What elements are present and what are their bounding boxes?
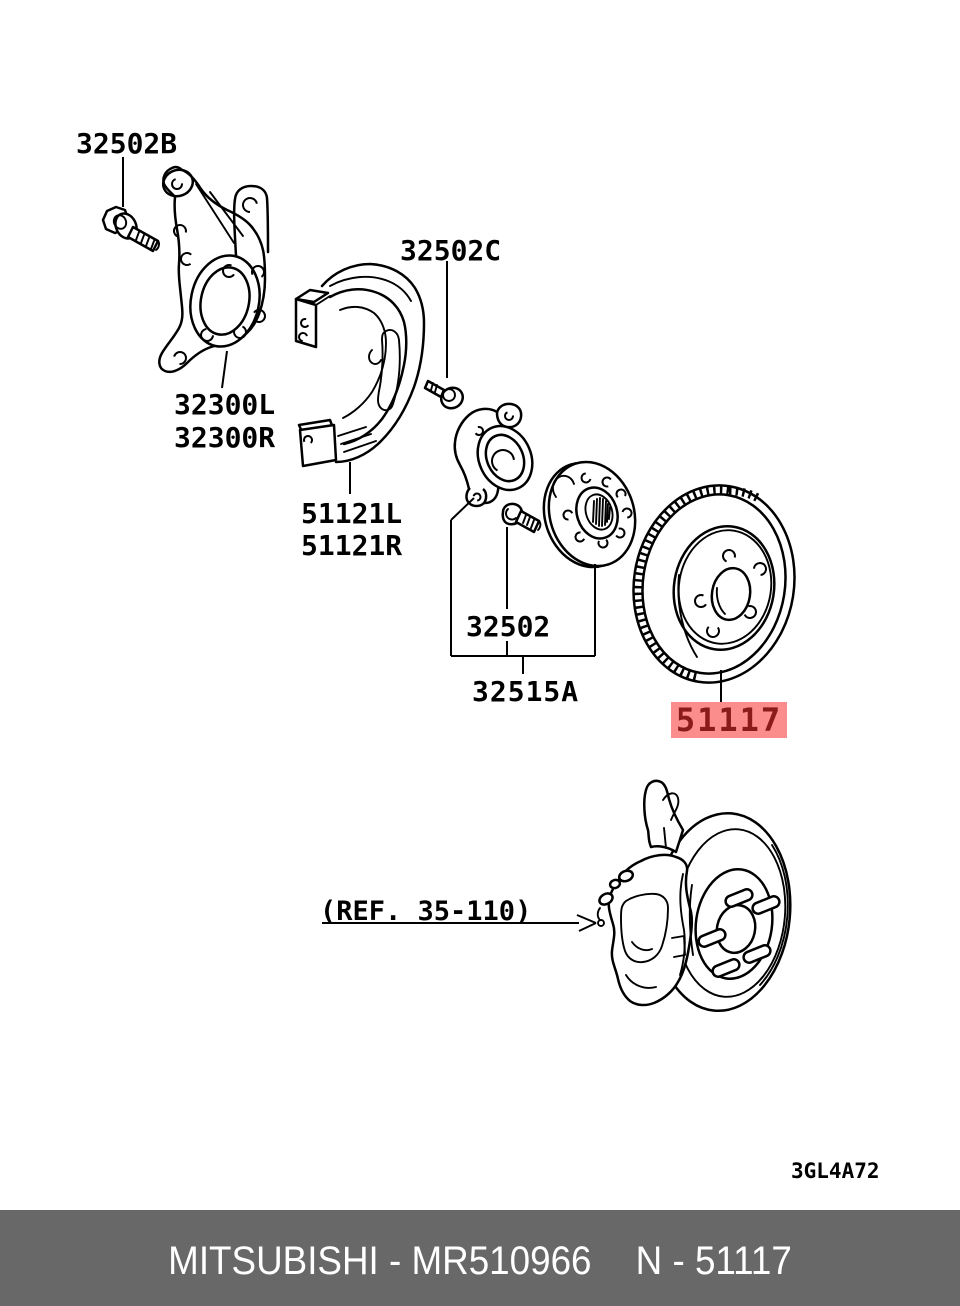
footer-bar: MITSUBISHI - MR510966 N - 51117 [0,1210,960,1306]
brake-disc-drawing [632,484,796,684]
reference-note: (REF. 35-110) [320,896,532,927]
part-label-32502[interactable]: 32502 [466,610,551,643]
dust-shield-drawing [294,262,426,468]
part-label-51121l[interactable]: 51121L [301,497,403,530]
part-label-32502c[interactable]: 32502C [400,234,502,267]
bolt-32502c-drawing [423,379,465,410]
bolt-32502b-drawing [101,205,160,253]
assembly-drawing [596,779,792,1013]
wheel-bearing-drawing [453,402,534,508]
part-label-32515a[interactable]: 32515A [472,675,580,708]
hub-bolt-drawing [501,502,542,534]
part-label-32502b[interactable]: 32502B [76,127,178,160]
footer-part-number: N - 51117 [635,1238,792,1283]
highlighted-part-label-51117[interactable]: 51117 [671,701,787,739]
footer-brand-part: MITSUBISHI - MR510966 [168,1238,592,1283]
part-label-32300l[interactable]: 32300L [174,388,276,421]
part-label-32300r[interactable]: 32300R [174,421,276,454]
hub-flange-drawing [542,460,637,569]
leader-lines [122,157,722,932]
knuckle-drawing [158,165,270,374]
highlighted-part-number: 51117 [675,701,783,739]
footer-text: MITSUBISHI - MR510966 N - 51117 [38,1210,921,1306]
drawing-code: 3GL4A72 [791,1159,880,1183]
part-label-51121r[interactable]: 51121R [301,529,403,562]
